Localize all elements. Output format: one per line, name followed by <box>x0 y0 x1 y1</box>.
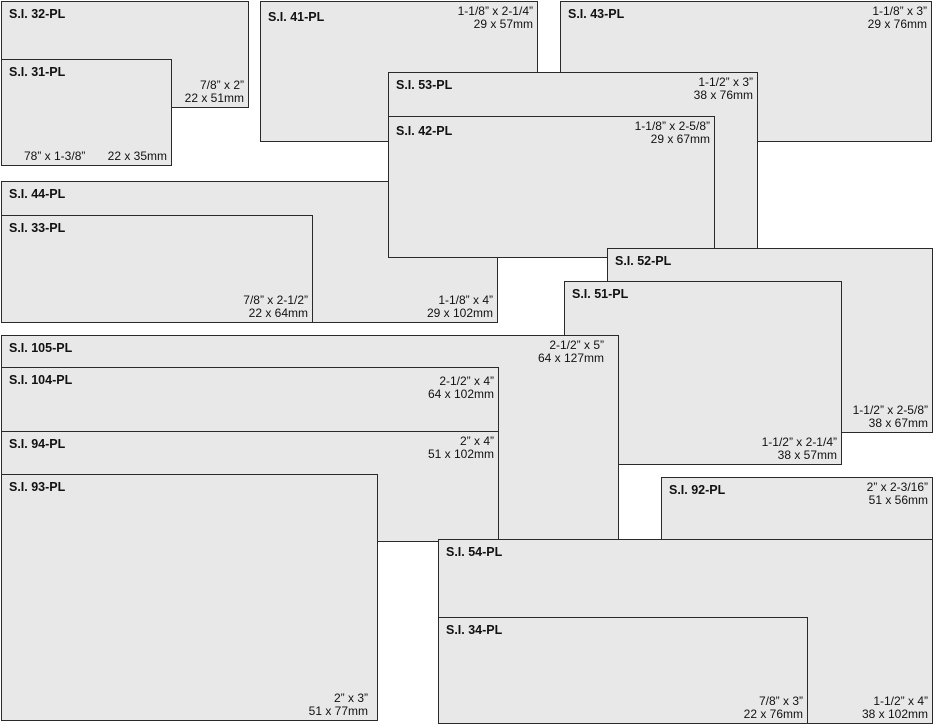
metric-size: 29 x 76mm <box>867 17 927 31</box>
card-name: S.I. 41-PL <box>268 10 325 24</box>
card-dimensions: 1-1/2” x 2-1/4” 38 x 57mm <box>762 436 837 462</box>
card-name: S.I. 94-PL <box>9 437 66 451</box>
metric-size: 38 x 67mm <box>868 416 928 430</box>
metric-size: 51 x 56mm <box>868 493 928 507</box>
imperial-size: 2” x 3” <box>333 691 368 705</box>
imperial-size: 7/8” x 2” <box>199 78 244 92</box>
metric-size: 29 x 102mm <box>426 306 493 320</box>
imperial-size: 7/8” x 3” <box>758 694 803 708</box>
card-si-31-pl: S.I. 31-PL 78” x 1-3/8” 22 x 35mm <box>1 59 172 166</box>
metric-size: 29 x 67mm <box>650 132 710 146</box>
imperial-size: 7/8” x 2-1/2” <box>243 293 308 307</box>
card-name: S.I. 92-PL <box>669 483 726 497</box>
card-name: S.I. 43-PL <box>568 7 625 21</box>
imperial-size: 78” x 1-3/8” <box>24 149 86 163</box>
imperial-size: 1-1/2” x 3” <box>698 75 753 89</box>
card-dimensions: 2” x 4” 51 x 102mm <box>428 435 494 461</box>
card-dimensions: 2” x 3” 51 x 77mm <box>309 692 368 718</box>
card-dimensions: 2-1/2” x 4” 64 x 102mm <box>428 375 494 401</box>
card-dimensions: 1-1/2” x 2-5/8” 38 x 67mm <box>853 404 928 430</box>
card-name: S.I. 31-PL <box>9 65 66 79</box>
card-name: S.I. 42-PL <box>396 124 453 138</box>
card-si-34-pl: S.I. 34-PL 7/8” x 3” 22 x 76mm <box>438 617 808 724</box>
metric-size: 22 x 51mm <box>184 91 244 105</box>
metric-size: 51 x 102mm <box>427 447 494 461</box>
card-si-93-pl: S.I. 93-PL 2” x 3” 51 x 77mm <box>1 474 378 721</box>
imperial-size: 1-1/8” x 2-5/8” <box>634 119 710 133</box>
metric-size: 64 x 127mm <box>537 351 604 365</box>
card-name: S.I. 53-PL <box>396 78 453 92</box>
card-dimensions: 78” x 1-3/8” 22 x 35mm <box>24 150 167 163</box>
metric-size: 22 x 76mm <box>743 707 803 721</box>
card-si-42-pl: S.I. 42-PL 1-1/8” x 2-5/8” 29 x 67mm <box>388 116 715 258</box>
imperial-size: 1-1/8” x 2-1/4” <box>457 4 533 18</box>
imperial-size: 1-1/8” x 4” <box>438 293 493 307</box>
card-name: S.I. 105-PL <box>9 341 73 355</box>
card-name: S.I. 51-PL <box>572 287 629 301</box>
card-si-92-pl: S.I. 92-PL 2” x 2-3/16” 51 x 56mm <box>661 477 933 551</box>
imperial-size: 2-1/2” x 4” <box>439 374 494 388</box>
card-si-33-pl: S.I. 33-PL 7/8” x 2-1/2” 22 x 64mm <box>1 215 313 323</box>
card-dimensions: 1-1/8” x 2-5/8” 29 x 67mm <box>635 120 710 146</box>
card-dimensions: 1-1/2” x 4” 38 x 102mm <box>862 695 928 721</box>
card-name: S.I. 104-PL <box>9 373 73 387</box>
metric-size: 38 x 102mm <box>861 707 928 721</box>
metric-size: 22 x 64mm <box>248 306 308 320</box>
imperial-size: 1-1/2” x 4” <box>873 694 928 708</box>
card-dimensions: 2-1/2” x 5” 64 x 127mm <box>538 339 604 365</box>
imperial-size: 1-1/8” x 3” <box>872 4 927 18</box>
metric-size: 29 x 57mm <box>473 17 533 31</box>
metric-size: 38 x 57mm <box>777 448 837 462</box>
card-dimensions: 1-1/8” x 4” 29 x 102mm <box>427 294 493 320</box>
imperial-size: 2” x 2-3/16” <box>866 480 928 494</box>
card-name: S.I. 52-PL <box>615 254 672 268</box>
card-dimensions: 2” x 2-3/16” 51 x 56mm <box>867 481 928 507</box>
card-dimensions: 7/8” x 3” 22 x 76mm <box>744 695 803 721</box>
card-name: S.I. 34-PL <box>446 623 503 637</box>
card-dimensions: 1-1/8” x 2-1/4” 29 x 57mm <box>458 5 533 31</box>
card-name: S.I. 54-PL <box>446 545 503 559</box>
card-dimensions: 1-1/8” x 3” 29 x 76mm <box>868 5 927 31</box>
imperial-size: 1-1/2” x 2-1/4” <box>761 435 837 449</box>
metric-size: 22 x 35mm <box>107 149 167 163</box>
imperial-size: 2” x 4” <box>459 434 494 448</box>
card-name: S.I. 44-PL <box>9 187 66 201</box>
card-name: S.I. 93-PL <box>9 480 66 494</box>
card-dimensions: 1-1/2” x 3” 38 x 76mm <box>694 76 753 102</box>
card-name: S.I. 33-PL <box>9 221 66 235</box>
imperial-size: 2-1/2” x 5” <box>549 338 604 352</box>
metric-size: 64 x 102mm <box>427 387 494 401</box>
imperial-size: 1-1/2” x 2-5/8” <box>852 403 928 417</box>
card-name: S.I. 32-PL <box>9 7 66 21</box>
metric-size: 38 x 76mm <box>693 88 753 102</box>
metric-size: 51 x 77mm <box>308 704 368 718</box>
card-dimensions: 7/8” x 2” 22 x 51mm <box>185 79 244 105</box>
card-dimensions: 7/8” x 2-1/2” 22 x 64mm <box>243 294 308 320</box>
